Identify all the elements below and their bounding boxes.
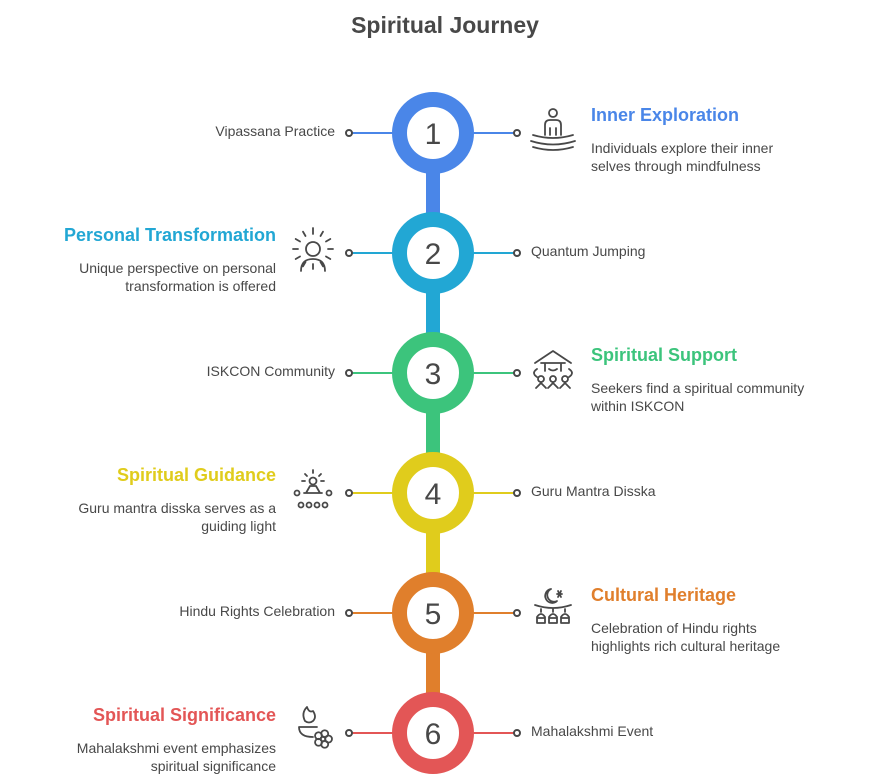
step-6-label: Mahalakshmi Event (531, 723, 654, 739)
endpoint-dot-right-1 (513, 129, 521, 137)
step-circle-4 (392, 452, 474, 534)
step-circle-1 (392, 92, 474, 174)
step-1-label: Vipassana Practice (215, 123, 335, 139)
step-circle-5 (392, 572, 474, 654)
connector-4 (426, 532, 440, 574)
step-3-heading: Spiritual Support (591, 345, 737, 365)
connector-1 (426, 172, 440, 214)
step-3-label: ISKCON Community (206, 363, 335, 379)
timeline-connectors (426, 172, 440, 694)
endpoint-dot-right-2 (513, 249, 521, 257)
step-2-label: Quantum Jumping (531, 243, 646, 259)
step-number-2: 2 (425, 238, 442, 271)
timeline-step-circles: 1 2 3 4 5 6 (392, 92, 474, 774)
step-3-description: Seekers find a spiritual community withi… (591, 380, 805, 414)
step-circle-2 (392, 212, 474, 294)
step-4-heading: Spiritual Guidance (116, 465, 276, 485)
step-4-label: Guru Mantra Disska (531, 483, 656, 499)
festival-lanterns-icon (534, 588, 572, 624)
step-4-description: Guru mantra disska serves as a guiding l… (78, 500, 276, 534)
connector-5 (426, 652, 440, 694)
endpoint-dot-right-5 (513, 609, 521, 617)
step-number-5: 5 (425, 598, 442, 631)
step-number-4: 4 (425, 478, 442, 511)
connector-3 (426, 412, 440, 454)
community-temple-icon (533, 350, 573, 389)
step-6-heading: Spiritual Significance (92, 705, 276, 725)
endpoint-dot-right-4 (513, 489, 521, 497)
step-6-description: Mahalakshmi event emphasizes spiritual s… (76, 740, 276, 774)
diya-flower-icon (298, 706, 333, 749)
step-circle-6 (392, 692, 474, 774)
step-circle-3 (392, 332, 474, 414)
endpoint-dot-left-1 (345, 129, 353, 137)
endpoint-dot-left-6 (345, 729, 353, 737)
endpoint-dot-left-4 (345, 489, 353, 497)
guru-light-icon (293, 469, 333, 509)
step-number-6: 6 (425, 718, 442, 751)
step-5-label: Hindu Rights Celebration (179, 603, 335, 619)
endpoint-dot-left-3 (345, 369, 353, 377)
endpoint-dot-left-5 (345, 609, 353, 617)
endpoint-dot-right-3 (513, 369, 521, 377)
step-number-1: 1 (425, 118, 442, 151)
connector-2 (426, 292, 440, 334)
endpoint-dot-left-2 (345, 249, 353, 257)
step-1-heading: Inner Exploration (591, 105, 740, 125)
endpoint-dot-right-6 (513, 729, 521, 737)
meditation-icon (530, 108, 576, 151)
step-2-description: Unique perspective on personal transform… (79, 260, 276, 294)
step-1-description: Individuals explore their inner selves t… (591, 140, 774, 174)
timeline-icons (292, 108, 576, 749)
step-5-description: Celebration of Hindu rights highlights r… (591, 620, 781, 654)
radiant-person-icon (292, 227, 334, 272)
step-5-heading: Cultural Heritage (591, 585, 737, 605)
diagram-title: Spiritual Journey (351, 12, 539, 38)
step-2-heading: Personal Transformation (63, 225, 276, 245)
step-number-3: 3 (425, 358, 442, 391)
